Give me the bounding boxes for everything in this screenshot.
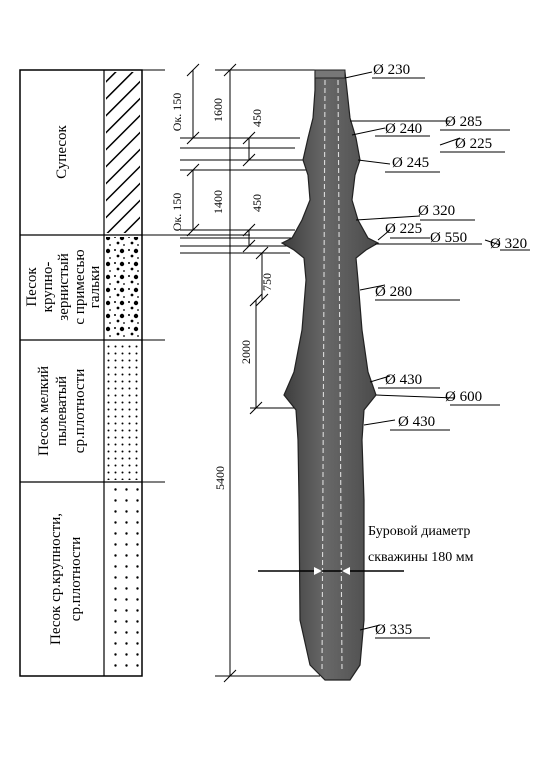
diam-240: Ø 240	[385, 121, 422, 137]
note-line-2: скважины 180 мм	[368, 550, 474, 565]
dimension-labels: 1600 450 Ок. 150 1400 450 Ок. 150 750 20…	[170, 93, 274, 490]
soil-column-frame	[19, 69, 143, 677]
borehole-note: Буровой диаметр скважины 180 мм	[368, 524, 474, 565]
layer-label-2-line4: с примесью	[72, 249, 88, 324]
borehole-arrow-left	[314, 567, 322, 575]
diam-245: Ø 245	[392, 155, 429, 171]
layer-label-2-line3: зернистый	[56, 253, 72, 320]
soil-column: Супесок Песок крупно- зернистый с примес…	[19, 69, 143, 677]
dim-750: 750	[260, 273, 274, 291]
pile-body	[258, 69, 404, 681]
dim-ok150-upper: Ок. 150	[170, 93, 184, 132]
dim-ok150-lower: Ок. 150	[170, 193, 184, 232]
layer-label-4-line2: ср.плотности	[68, 537, 84, 621]
dim-450-upper: 450	[250, 109, 264, 127]
layer-label-2-line5: гальки	[87, 266, 103, 309]
diam-550: Ø 550	[430, 230, 467, 246]
diam-225-lower: Ø 225	[385, 221, 422, 237]
borehole-line-left	[321, 79, 326, 673]
borehole-line-right	[337, 79, 343, 673]
dim-450-lower: 450	[250, 194, 264, 212]
pile-silhouette	[280, 71, 380, 681]
diameter-leaders	[344, 71, 530, 639]
diam-600: Ø 600	[445, 389, 482, 405]
dim-2000: 2000	[239, 340, 253, 364]
dim-1400: 1400	[211, 190, 225, 214]
fine-sand-pattern	[106, 342, 140, 480]
diam-320-lower: Ø 320	[490, 236, 527, 252]
pile-head	[314, 69, 346, 79]
gravel-sand-pattern	[106, 237, 140, 338]
diam-285: Ø 285	[445, 114, 482, 130]
note-line-1: Буровой диаметр	[368, 524, 470, 539]
dimension-lines	[186, 63, 269, 683]
layer-label-2-line2: крупно-	[40, 262, 56, 313]
medium-sand-pattern	[106, 484, 140, 674]
layer-label-3-line2: пылеватый	[54, 376, 70, 446]
layer-label-4-line1: Песок ср.крупности,	[48, 513, 64, 645]
layer-label-2-line1: Песок	[24, 267, 40, 307]
borehole-arrow-right	[342, 567, 350, 575]
diam-320-upper: Ø 320	[418, 203, 455, 219]
layer-label-1: Супесок	[54, 124, 70, 178]
boundary-lines	[142, 69, 320, 677]
dim-5400: 5400	[213, 466, 227, 490]
diam-230: Ø 230	[373, 62, 410, 78]
layer-label-3-line3: ср.плотности	[72, 369, 88, 453]
diam-335: Ø 335	[375, 622, 412, 638]
diam-225-upper: Ø 225	[455, 136, 492, 152]
diam-430-lower: Ø 430	[398, 414, 435, 430]
layer-label-3-line1: Песок мелкий	[36, 366, 52, 456]
diam-430-upper: Ø 430	[385, 372, 422, 388]
diam-280: Ø 280	[375, 284, 412, 300]
supes-hatch	[106, 72, 140, 233]
dim-1600: 1600	[211, 98, 225, 122]
diameter-labels: Ø 230 Ø 285 Ø 240 Ø 225 Ø 245 Ø 320 Ø 22…	[373, 62, 527, 638]
